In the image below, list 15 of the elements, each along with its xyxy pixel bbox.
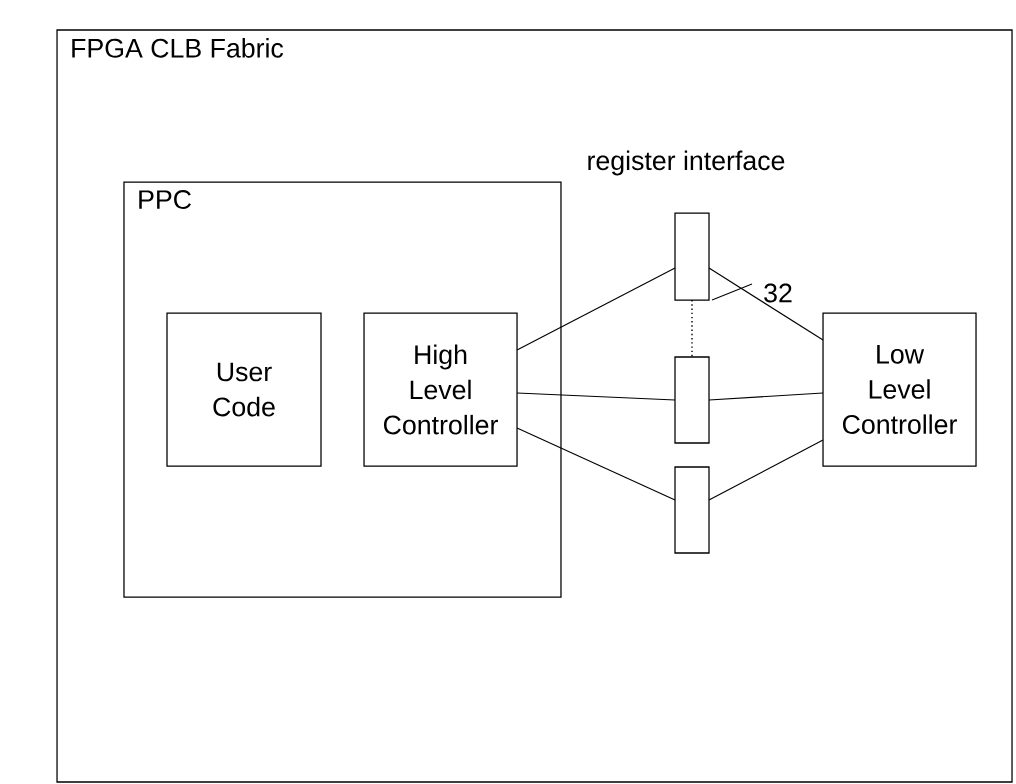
connector-line (708, 439, 824, 501)
register-box (674, 212, 710, 301)
controller-box: High Level Controller (363, 312, 518, 467)
dotted-line (691, 299, 693, 358)
register-box (674, 356, 710, 444)
group-label: register interface (588, 150, 785, 176)
connector-line (516, 427, 676, 501)
edge-label: 32 (764, 283, 792, 303)
connector-line (516, 392, 676, 401)
controller-box: User Code (166, 312, 322, 467)
register-box (674, 466, 710, 554)
connector-line (516, 267, 676, 351)
controller-box: Low Level Controller (822, 312, 977, 467)
connector-line (708, 392, 824, 401)
connector-line (708, 267, 824, 341)
